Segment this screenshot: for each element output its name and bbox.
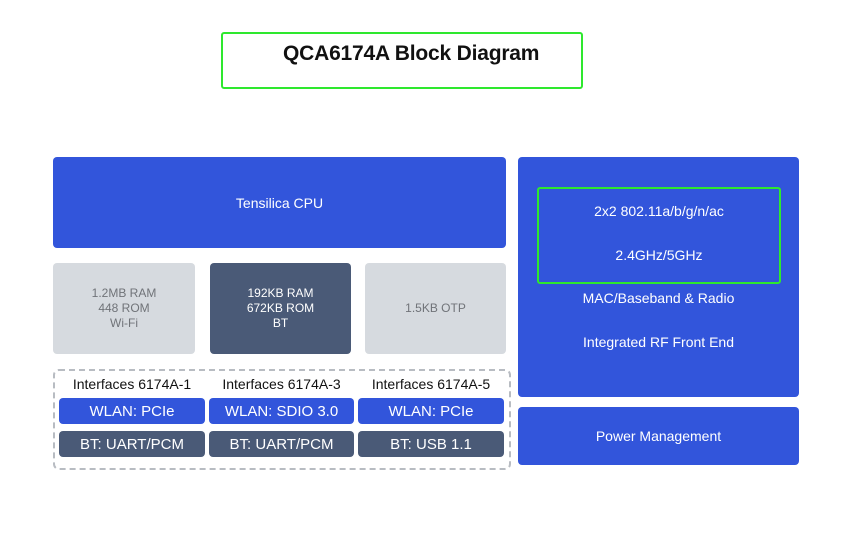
memory-line: 1.2MB RAM — [91, 286, 157, 300]
frequency-bands-label: 2.4GHz/5GHz — [615, 247, 703, 263]
power-management-block: Power Management — [518, 407, 799, 465]
mac-baseband-label: MAC/Baseband & Radio — [582, 290, 735, 306]
cpu-block: Tensilica CPU — [53, 157, 506, 248]
interface-header: Interfaces 6174A-3 — [222, 376, 341, 392]
memory-line: 1.5KB OTP — [405, 301, 466, 315]
wifi-memory-block: 1.2MB RAM 448 ROM Wi-Fi — [53, 263, 195, 354]
wlan-interface-block: WLAN: PCIe — [358, 398, 504, 424]
otp-memory-block: 1.5KB OTP — [365, 263, 506, 354]
radio-block: MAC/Baseband & Radio Integrated RF Front… — [518, 157, 799, 397]
memory-line: 672KB ROM — [246, 301, 315, 315]
rf-front-end-label: Integrated RF Front End — [583, 334, 734, 350]
wlan-interface-block: WLAN: PCIe — [59, 398, 205, 424]
bt-interface-block: BT: UART/PCM — [209, 431, 354, 457]
power-management-label: Power Management — [595, 428, 722, 444]
memory-line: 192KB RAM — [247, 286, 314, 300]
memory-line: BT — [272, 316, 289, 330]
wlan-standard-label: 2x2 802.11a/b/g/n/ac — [594, 203, 724, 219]
bt-memory-block: 192KB RAM 672KB ROM BT — [210, 263, 351, 354]
wlan-standard-box: 2x2 802.11a/b/g/n/ac 2.4GHz/5GHz — [537, 187, 781, 284]
cpu-label: Tensilica CPU — [235, 194, 324, 211]
bt-interface-block: BT: UART/PCM — [59, 431, 205, 457]
diagram-title-box: QCA6174A Block Diagram — [221, 32, 583, 89]
wlan-interface-block: WLAN: SDIO 3.0 — [209, 398, 354, 424]
interface-header: Interfaces 6174A-1 — [72, 376, 192, 392]
interfaces-group — [53, 369, 511, 470]
memory-line: 448 ROM — [98, 301, 150, 315]
memory-line: Wi-Fi — [110, 316, 138, 330]
interface-header: Interfaces 6174A-5 — [371, 376, 491, 392]
diagram-title: QCA6174A Block Diagram — [283, 42, 540, 65]
bt-interface-block: BT: USB 1.1 — [358, 431, 504, 457]
